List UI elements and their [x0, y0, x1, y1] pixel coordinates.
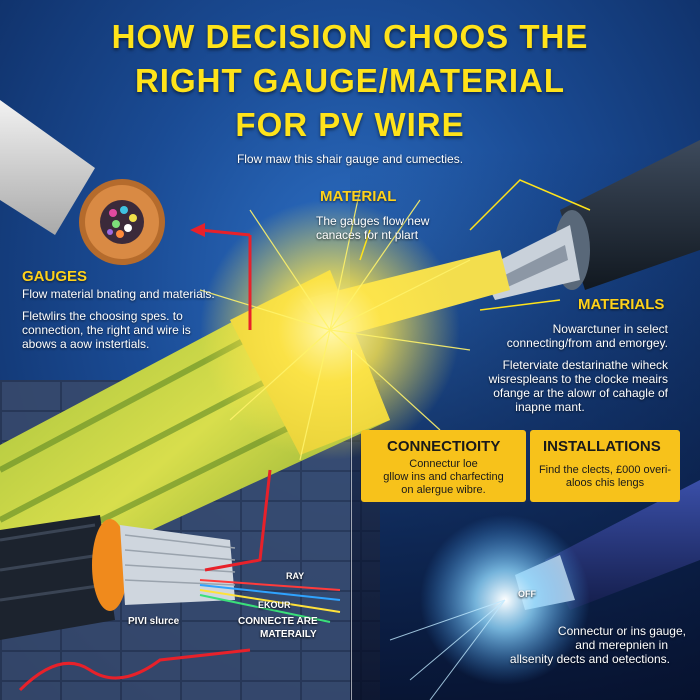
connectiity-text-3: on alergue wibre. — [401, 484, 486, 496]
materials-text-1: Nowarctuner in select — [552, 322, 668, 336]
gauges-text-4: abows a aow instertials. — [22, 337, 150, 351]
yellow-pointer-lines — [359, 179, 591, 311]
installations-heading: INSTALLATIONS — [543, 438, 661, 455]
gauges-text-1: Flow material bnating and materials. — [22, 287, 215, 301]
installations-text-1: Find the clects, £000 overi- — [538, 464, 672, 476]
materials-text-5: ofange ar the alowr of cahagle of — [493, 386, 668, 400]
connectiity-text-2: gllow ins and charfecting — [383, 471, 504, 483]
label-materially: MATERAILY — [260, 629, 317, 640]
label-off: OFF — [518, 589, 536, 599]
material-text-2: canaces for nt plart — [316, 228, 419, 242]
blue-cable-icon — [389, 480, 700, 700]
connectiity-box: CONNECTIOITY Connectur loe gllow ins and… — [361, 430, 526, 502]
orange-ring-cable-icon — [0, 515, 341, 640]
red-arrows — [18, 228, 272, 692]
bottom-right-text-2: and merepnien in — [575, 638, 668, 652]
materials-heading: MATERIALS — [578, 296, 665, 313]
burst-rays — [199, 189, 471, 461]
arrow-head — [190, 223, 205, 237]
gray-cable-icon — [0, 100, 165, 265]
bottom-right-text-1: Connectur or ins gauge, — [557, 624, 686, 638]
material-text-1: The gauges flow new — [316, 214, 430, 228]
materials-text-6: inapne mant. — [515, 400, 585, 414]
label-ray: RAY — [286, 571, 305, 581]
connectiity-heading: CONNECTIOITY — [387, 438, 501, 455]
installations-box: INSTALLATIONS Find the clects, £000 over… — [530, 430, 680, 502]
material-heading: MATERIAL — [320, 188, 397, 205]
page-title-line-3: FOR PV WIRE — [235, 106, 465, 143]
gauges-text-2: Fletwlirs the choosing spes. to — [22, 309, 183, 323]
materials-text-3: Fleterviate destarinathe wiheck — [502, 358, 668, 372]
page-title-line-2: RIGHT GAUGE/MATERIAL — [134, 62, 566, 99]
installations-text-2: aloos chis lengs — [565, 477, 645, 489]
materials-text-4: wisrespleans to the clocke meairs — [488, 372, 668, 386]
bottom-right-text-3: allsenity dects and oetections. — [509, 652, 670, 666]
label-connecte: CONNECTE ARE — [238, 616, 318, 627]
connectiity-text-1: Connectur loe — [409, 458, 478, 470]
subtitle: Flow maw this shair gauge and cumecties. — [236, 152, 464, 166]
materials-text-2: connecting/from and emorgey. — [506, 336, 668, 350]
gauges-text-3: connection, the right and wire is — [22, 323, 191, 337]
vertical-divider — [351, 350, 352, 700]
page-title-line-1: HOW DECISION CHOOS THE — [111, 18, 589, 55]
label-pv-source: PIVI slurce — [128, 616, 180, 627]
label-ekour: EKOUR — [258, 600, 291, 610]
gauges-heading: GAUGES — [22, 268, 88, 285]
